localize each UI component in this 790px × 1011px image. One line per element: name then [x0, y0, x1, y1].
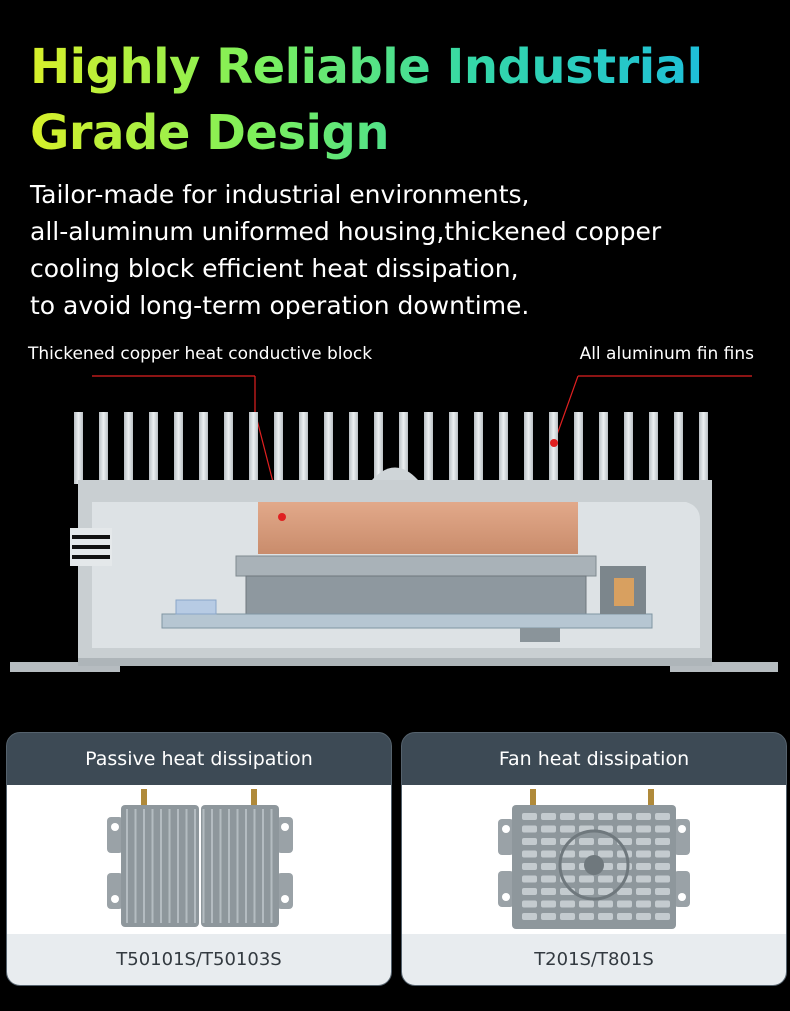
fin: [449, 412, 458, 484]
passive-heat-dissipation-card: Passive heat dissipation T50101S/T50103S: [6, 732, 392, 986]
passive-card-title: Passive heat dissipation: [85, 748, 313, 770]
right-mount-flange: [670, 662, 778, 672]
fin: [699, 412, 708, 484]
fan-card-model: T201S/T801S: [402, 934, 786, 985]
fin: [224, 412, 233, 484]
fin: [324, 412, 333, 484]
fin: [374, 412, 383, 484]
fin: [399, 412, 408, 484]
fan-heat-dissipation-card: Fan heat dissipation T201S/T801S: [401, 732, 787, 986]
motherboard: [161, 613, 653, 629]
fin: [199, 412, 208, 484]
headline-line-1: Highly Reliable Industrial: [30, 39, 703, 95]
subtext-line-3: cooling block efficient heat dissipation…: [30, 254, 519, 283]
fin: [574, 412, 583, 484]
subtext: Tailor-made for industrial environments,…: [30, 176, 780, 324]
fan-product-image: [402, 785, 786, 934]
fin: [474, 412, 483, 484]
left-mount-flange: [10, 662, 120, 672]
fin: [599, 412, 608, 484]
connector-pin: [614, 578, 634, 606]
subtext-line-4: to avoid long-term operation downtime.: [30, 291, 530, 320]
fin: [349, 412, 358, 484]
fin: [549, 412, 558, 484]
fin: [299, 412, 308, 484]
fin: [524, 412, 533, 484]
fan-card-title: Fan heat dissipation: [498, 748, 690, 770]
fin: [424, 412, 433, 484]
fin-callout-dot: [550, 439, 558, 447]
fin: [649, 412, 658, 484]
copper-block-callout: Thickened copper heat conductive block: [28, 344, 373, 364]
copper-callout-dot: [278, 513, 286, 521]
fin: [624, 412, 633, 484]
cpu-module-top: [235, 555, 597, 577]
subtext-line-1: Tailor-made for industrial environments,: [30, 180, 530, 209]
fin: [249, 412, 258, 484]
fin: [274, 412, 283, 484]
fin: [99, 412, 108, 484]
fin: [499, 412, 508, 484]
headline: Highly Reliable Industrial Grade Design: [30, 34, 770, 166]
fin: [674, 412, 683, 484]
center-bump: [372, 467, 418, 480]
passive-product-image: [7, 785, 391, 934]
small-board-component: [175, 599, 217, 615]
subtext-line-2: all-aluminum uniformed housing,thickened…: [30, 217, 662, 246]
headline-line-2: Grade Design: [30, 105, 390, 161]
fins-callout: All aluminum fin fins: [579, 344, 754, 364]
fin: [74, 412, 83, 484]
fin: [174, 412, 183, 484]
fin: [149, 412, 158, 484]
cpu-module-body: [245, 575, 587, 615]
housing-base: [78, 658, 712, 666]
bottom-chip: [520, 628, 560, 642]
fin: [124, 412, 133, 484]
heatsink-cross-section-illustration: [10, 375, 778, 672]
passive-card-model: T50101S/T50103S: [7, 934, 391, 985]
copper-block: [258, 502, 578, 554]
